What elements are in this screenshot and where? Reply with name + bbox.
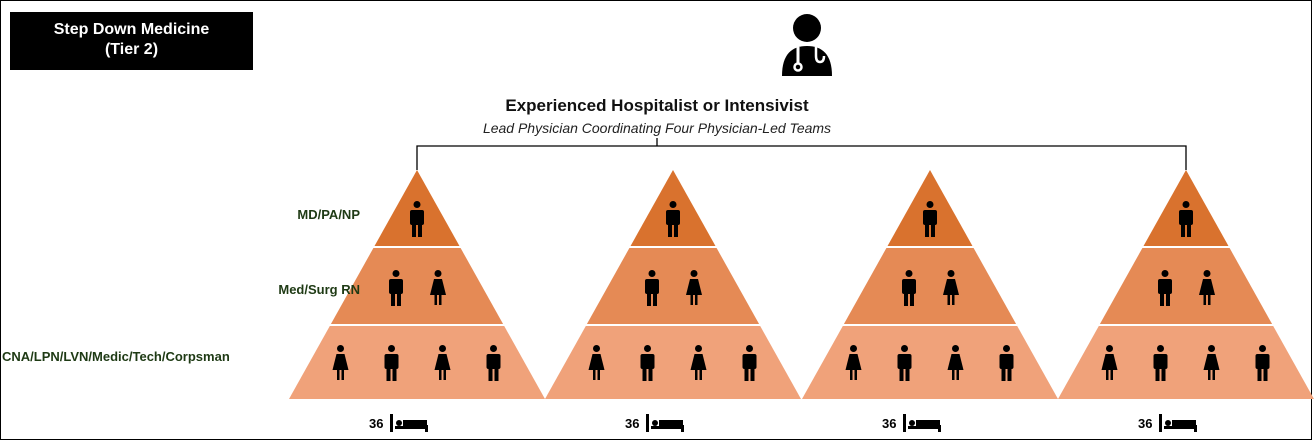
male-person-icon xyxy=(1153,345,1168,381)
male-person-icon xyxy=(486,345,501,381)
tier-label-rn: Med/Surg RN xyxy=(278,282,360,297)
title-line-2: (Tier 2) xyxy=(104,41,159,58)
pyramid-2-tier-2 xyxy=(586,248,760,324)
female-person-icon xyxy=(1101,345,1118,380)
bed-count-value: 36 xyxy=(1138,415,1153,431)
bed-icon xyxy=(1159,414,1198,432)
male-person-icon xyxy=(410,201,424,237)
lead-subtitle: Lead Physician Coordinating Four Physici… xyxy=(482,120,832,136)
male-person-icon xyxy=(742,345,757,381)
female-person-icon xyxy=(1203,345,1220,380)
male-person-icon xyxy=(999,345,1014,381)
bed-icon xyxy=(390,414,429,432)
male-person-icon xyxy=(1158,270,1172,306)
male-person-icon xyxy=(1179,201,1193,237)
female-person-icon xyxy=(947,345,964,380)
bed-count: 36 xyxy=(1138,413,1198,433)
tier-label-support: CNA/LPN/LVN/Medic/Tech/Corpsman xyxy=(2,349,230,364)
male-person-icon xyxy=(640,345,655,381)
bed-count-value: 36 xyxy=(369,415,384,431)
female-person-icon xyxy=(845,345,862,380)
pyramid-4-tier-3 xyxy=(1058,326,1314,399)
connector-bracket xyxy=(416,145,1187,170)
tier-label-physician: MD/PA/NP xyxy=(297,207,360,222)
female-person-icon xyxy=(943,270,959,305)
bed-count-value: 36 xyxy=(625,415,640,431)
male-person-icon xyxy=(384,345,399,381)
physician-icon xyxy=(782,14,832,76)
pyramid-2-tier-3 xyxy=(545,326,801,399)
female-person-icon xyxy=(434,345,451,380)
bed-count: 36 xyxy=(369,413,429,433)
male-person-icon xyxy=(923,201,937,237)
male-person-icon xyxy=(389,270,403,306)
pyramid-3-tier-2 xyxy=(843,248,1017,324)
pyramid-1-tier-2 xyxy=(330,248,504,324)
female-person-icon xyxy=(430,270,446,305)
title-line-1: Step Down Medicine xyxy=(53,21,210,38)
male-person-icon xyxy=(666,201,680,237)
bed-count: 36 xyxy=(882,413,942,433)
female-person-icon xyxy=(1199,270,1215,305)
female-person-icon xyxy=(686,270,702,305)
male-person-icon xyxy=(897,345,912,381)
female-person-icon xyxy=(332,345,349,380)
bed-count-value: 36 xyxy=(882,415,897,431)
bed-icon xyxy=(903,414,942,432)
title-box: Step Down Medicine (Tier 2) xyxy=(10,12,253,70)
pyramid-3-tier-3 xyxy=(802,326,1058,399)
male-person-icon xyxy=(645,270,659,306)
male-person-icon xyxy=(902,270,916,306)
female-person-icon xyxy=(690,345,707,380)
female-person-icon xyxy=(588,345,605,380)
bed-count: 36 xyxy=(625,413,685,433)
pyramid-4-tier-2 xyxy=(1099,248,1273,324)
lead-title: Experienced Hospitalist or Intensivist xyxy=(505,96,809,115)
pyramid-1-tier-3 xyxy=(289,326,545,399)
male-person-icon xyxy=(1255,345,1270,381)
bed-icon xyxy=(646,414,685,432)
